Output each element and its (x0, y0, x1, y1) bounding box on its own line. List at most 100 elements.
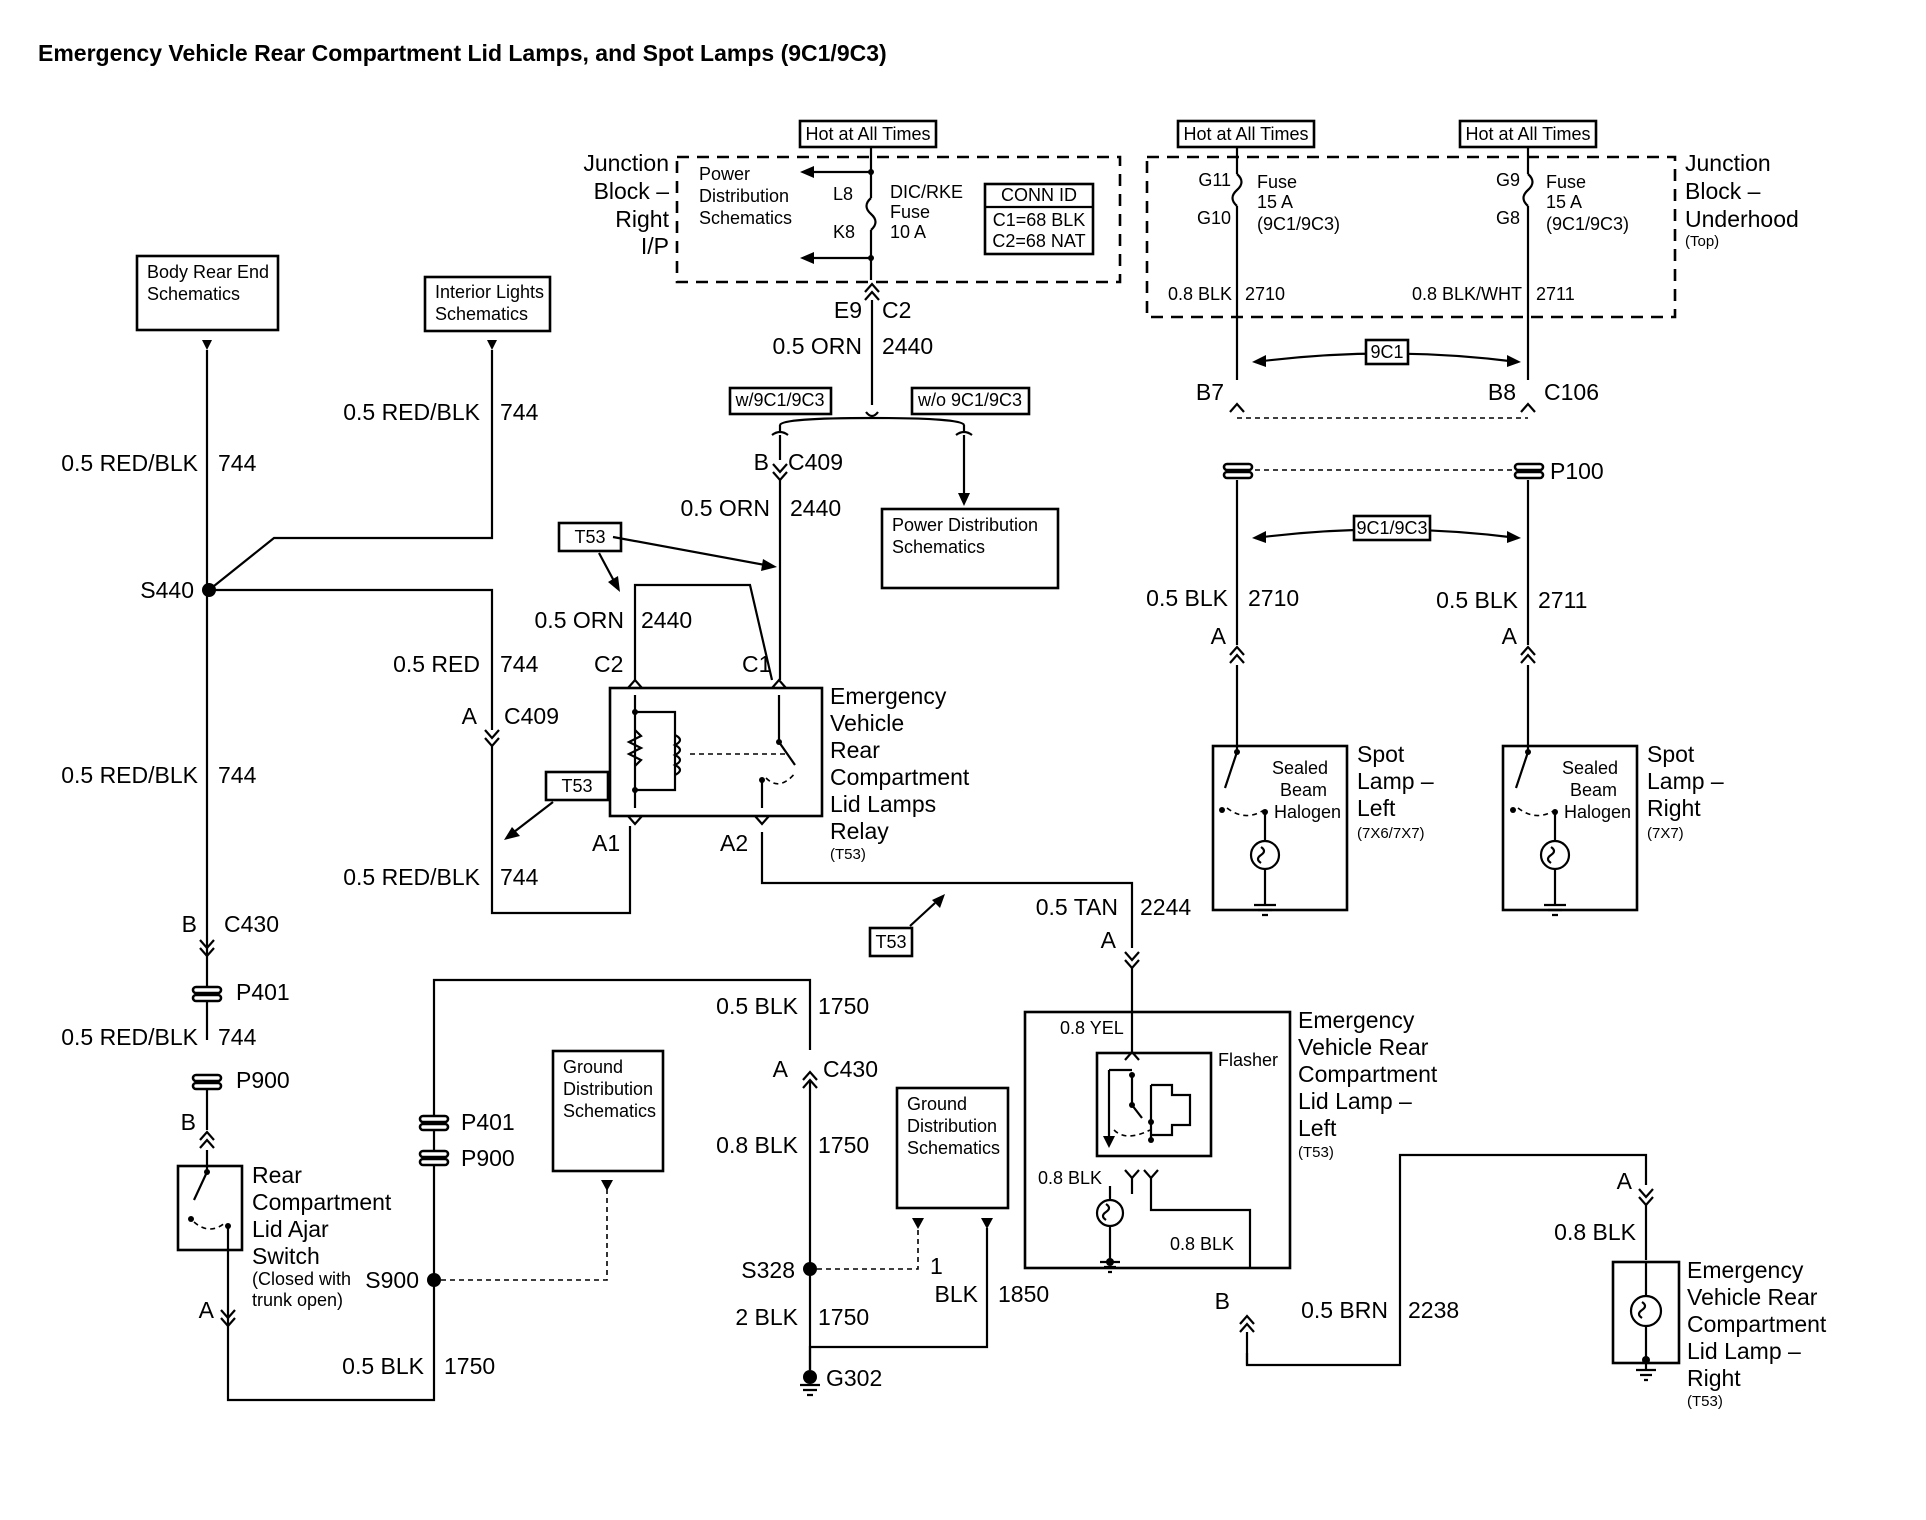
diagram-label: 0.5 BLK (1146, 585, 1228, 611)
diagram-label: A (199, 1297, 215, 1323)
diagram-label: (7X6/7X7) (1357, 825, 1425, 842)
diagram-label: Compartment (252, 1189, 392, 1215)
diagram-label: Interior Lights (435, 282, 544, 302)
t53-tag-3: T53 (868, 926, 914, 958)
diagram-label: (T53) (1687, 1393, 1723, 1410)
diagram-label: Fuse (1546, 172, 1586, 192)
diagram-label: G9 (1496, 170, 1520, 190)
diagram-label: Halogen (1564, 802, 1631, 822)
diagram-label: 2440 (790, 495, 841, 521)
option-9c1: 9C1 (1252, 338, 1521, 367)
diagram-label: P401 (236, 979, 290, 1005)
diagram-label: P900 (236, 1067, 290, 1093)
lid-lamp-left: 0.8 YEL Flasher 0.8 BLK 0.8 BLK Emergenc… (1023, 968, 1438, 1274)
diagram-label: Underhood (1685, 206, 1799, 232)
diagram-label: 0.5 BLK (342, 1353, 424, 1379)
diagram-label: 2440 (641, 607, 692, 633)
diagram-label: 0.5 RED/BLK (61, 1024, 198, 1050)
diagram-label: 0.5 ORN (535, 607, 624, 633)
diagram-label: 1750 (818, 993, 869, 1019)
diagram-label: 0.5 ORN (681, 495, 770, 521)
diagram-label: 1750 (818, 1132, 869, 1158)
diagram-label: Lamp – (1357, 768, 1434, 794)
diagram-label: Right (1647, 795, 1701, 821)
diagram-label: A2 (720, 830, 748, 856)
diagram-label: 2711 (1536, 284, 1575, 304)
diagram-label: P401 (461, 1109, 515, 1135)
diagram-label: Schematics (892, 537, 985, 557)
diagram-label: 0.5 BLK (716, 993, 798, 1019)
diagram-label: C2 (882, 297, 911, 323)
diagram-label: B (181, 1109, 196, 1135)
diagram-label: Compartment (1298, 1061, 1438, 1087)
diagram-label: Spot (1357, 741, 1405, 767)
diagram-label: T53 (574, 527, 605, 547)
diagram-label: 0.5 RED (393, 651, 480, 677)
diagram-label: Halogen (1274, 802, 1341, 822)
diagram-label: Power Distribution (892, 515, 1038, 535)
diagram-label: C409 (788, 449, 843, 475)
diagram-label: C2=68 NAT (992, 231, 1085, 251)
diagram-label: 2710 (1245, 284, 1285, 304)
diagram-label: 744 (500, 651, 539, 677)
diagram-label: 0.5 ORN (773, 333, 862, 359)
diagram-label: C106 (1544, 379, 1599, 405)
diagram-label: C409 (504, 703, 559, 729)
diagram-label: G8 (1496, 208, 1520, 228)
diagram-label: L8 (833, 184, 853, 204)
diagram-label: Fuse (1257, 172, 1297, 192)
diagram-label: A (462, 703, 478, 729)
diagram-label: BLK (935, 1281, 979, 1307)
diagram-label: 15 A (1257, 192, 1293, 212)
diagram-label: B (754, 449, 769, 475)
relay-t53: C2 C1 A1 A2 Emergency Vehicle Rear Compa… (592, 651, 970, 863)
diagram-label: C1 (742, 651, 771, 677)
diagram-label: (9C1/9C3) (1546, 214, 1629, 234)
spot-lamp-left: Sealed Beam Halogen Spot Lamp – Left (7X… (1211, 665, 1434, 917)
diagram-label: E9 (834, 297, 862, 323)
diagram-label: Schematics (699, 208, 792, 228)
diagram-label: 9C1 (1370, 342, 1403, 362)
diagram-label: Rear (830, 737, 880, 763)
diagram-label: Lid Lamps (830, 791, 936, 817)
diagram-label: G10 (1197, 208, 1231, 228)
diagram-label: Power (699, 164, 750, 184)
diagram-label: (Top) (1685, 233, 1719, 250)
diagram-label: trunk open) (252, 1290, 343, 1310)
conn-id-table: CONN ID C1=68 BLK C2=68 NAT (983, 182, 1095, 256)
diagram-label: 0.8 BLK (716, 1132, 798, 1158)
diagram-label: Relay (830, 818, 889, 844)
diagram-label: Emergency (1687, 1257, 1804, 1283)
diagram-label: Beam (1280, 780, 1327, 800)
diagram-label: Sealed (1562, 758, 1618, 778)
diagram-label: Fuse (890, 202, 930, 222)
diagram-label: C430 (823, 1056, 878, 1082)
diagram-label: Emergency (1298, 1007, 1415, 1033)
diagram-label: Left (1357, 795, 1396, 821)
diagram-label: 744 (218, 762, 257, 788)
diagram-label: Vehicle Rear (1687, 1284, 1818, 1310)
diagram-label: Compartment (1687, 1311, 1827, 1337)
diagram-label: 0.5 BRN (1301, 1297, 1388, 1323)
diagram-label: Junction (1685, 150, 1771, 176)
diagram-label: (T53) (830, 846, 866, 863)
junction-block-underhood: Junction Block – Underhood (Top) Hot at … (1145, 119, 1799, 380)
diagram-label: B8 (1488, 379, 1516, 405)
diagram-label: Schematics (435, 304, 528, 324)
option-9c1-9c3: 9C1/9C3 (1252, 514, 1521, 543)
diagram-title: Emergency Vehicle Rear Compartment Lid L… (38, 40, 887, 66)
diagram-label: (T53) (1298, 1144, 1334, 1161)
diagram-label: B (182, 911, 197, 937)
diagram-label: A (773, 1056, 789, 1082)
diagram-label: 10 A (890, 222, 926, 242)
diagram-label: Vehicle Rear (1298, 1034, 1429, 1060)
diagram-label: Lid Ajar (252, 1216, 329, 1242)
diagram-label: P900 (461, 1145, 515, 1171)
diagram-label: Hot at All Times (1465, 124, 1590, 144)
diagram-label: Schematics (907, 1138, 1000, 1158)
diagram-label: 744 (218, 1024, 257, 1050)
diagram-label: 2440 (882, 333, 933, 359)
diagram-label: Rear (252, 1162, 302, 1188)
hot-at-all-times-label: Hot at All Times (805, 124, 930, 144)
